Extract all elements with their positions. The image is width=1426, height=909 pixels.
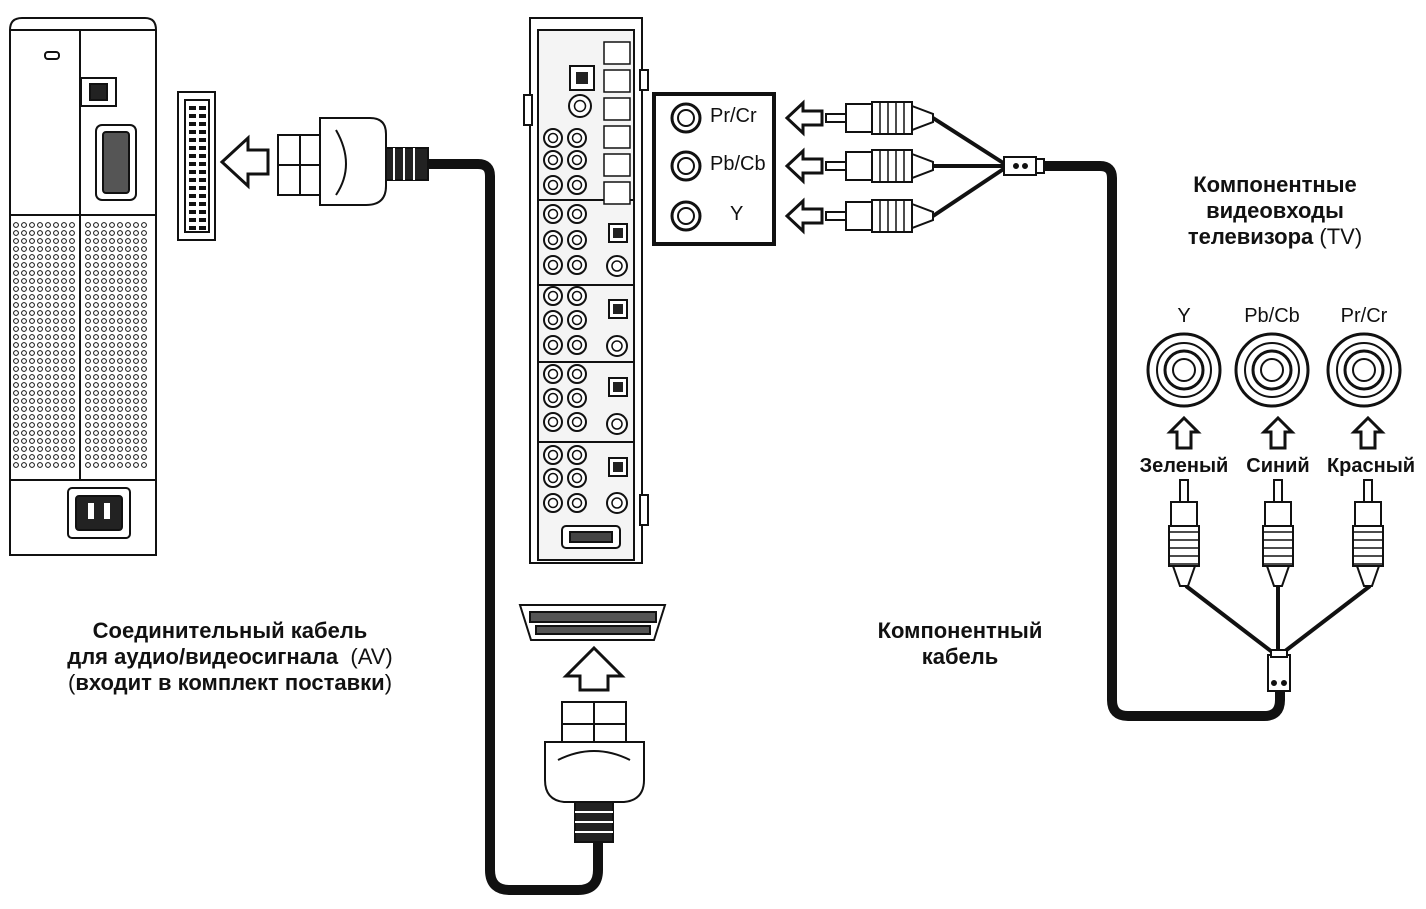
tv-up-arrows [1166, 415, 1386, 450]
panel-jack-pr [670, 102, 702, 134]
plug-color-label: Зеленый [1139, 455, 1229, 477]
component-cable-splitter [1003, 156, 1045, 176]
tv-jack-pb [1234, 332, 1310, 408]
arrow-up-icon [562, 645, 626, 692]
tv-jacks [1146, 332, 1402, 408]
av-connector-bottom [544, 701, 645, 843]
component-jack-panel [652, 92, 776, 246]
arrow-left-icon [784, 197, 824, 235]
arrow-left-icon [219, 134, 270, 190]
arrow-up-icon [1166, 415, 1202, 450]
component-cable-label: Компонентный кабель [877, 618, 1043, 669]
av-cable-label: Соединительный кабель для аудио/видеосиг… [67, 618, 393, 695]
panel-jack-label: Pb/Cb [710, 153, 766, 175]
arrow-up-icon [1350, 415, 1386, 450]
tv-cable-splitter [1267, 649, 1291, 692]
component-cable-wires [931, 116, 1010, 218]
panel-arrows [784, 99, 824, 235]
arrow-left-icon [784, 147, 824, 185]
rca-plugs-horizontal [825, 101, 934, 233]
tv-inputs-label: Компонентные видеовходы телевизора (TV) [1187, 172, 1363, 249]
tv-jack-pr [1326, 332, 1402, 408]
arrow-left-icon [784, 99, 824, 137]
switch-box-jacks [543, 41, 631, 514]
panel-jack-label: Y [730, 203, 744, 225]
av-cable [428, 159, 603, 895]
tv-jack-label: Pb/Cb [1244, 305, 1300, 327]
panel-jack-label: Pr/Cr [710, 105, 757, 127]
tv-jack-label: Pr/Cr [1340, 305, 1388, 327]
panel-jack-pb [670, 150, 702, 182]
av-connector-top [277, 117, 429, 206]
component-cable [1044, 161, 1285, 721]
tv-jack-label: Y [1177, 305, 1191, 327]
console-vent-grille [13, 222, 147, 468]
plug-color-label: Синий [1246, 455, 1310, 477]
game-console [9, 17, 157, 556]
plug-color-label: Красный [1326, 455, 1416, 477]
arrow-up-icon [1260, 415, 1296, 450]
rca-plugs-vertical [1168, 479, 1384, 587]
av-port-bottom [518, 604, 667, 641]
console-av-port [177, 91, 216, 241]
tv-jack-y [1146, 332, 1222, 408]
tv-cable-wires [1184, 584, 1372, 657]
panel-jack-y [670, 200, 702, 232]
